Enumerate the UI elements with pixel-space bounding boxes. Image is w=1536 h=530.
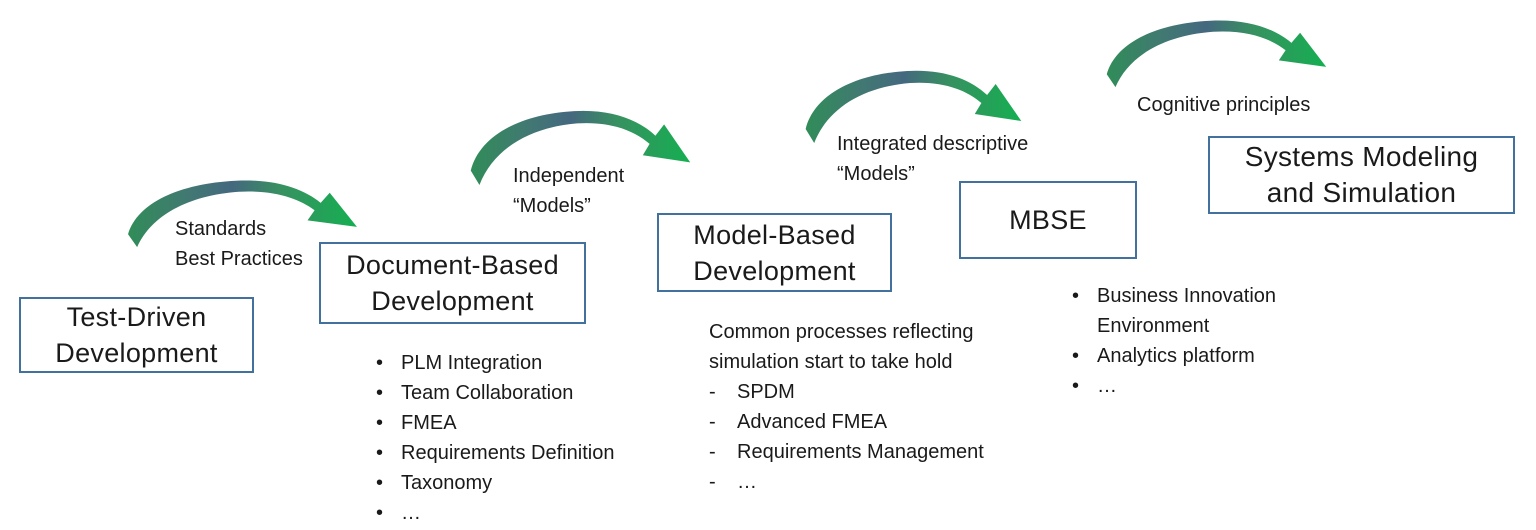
stage-box-model-based: Model-Based Development xyxy=(657,213,892,292)
note-text: Common processes reflecting simulation s… xyxy=(709,321,974,373)
bullet-marker: • xyxy=(1072,345,1080,367)
list-item: • Team Collaboration xyxy=(376,378,676,408)
dash-marker: - xyxy=(709,471,716,493)
bullet-marker: • xyxy=(376,442,384,464)
list-item: - … xyxy=(709,467,1039,497)
arrow-label-independent-models: Independent “Models” xyxy=(513,165,625,217)
list-item: • Requirements Definition xyxy=(376,438,676,468)
curved-arrow-icon xyxy=(805,70,1022,143)
note-block-model-based: Common processes reflecting simulation s… xyxy=(709,317,1039,497)
arrow-label-standards-best-practices: Standards Best Practices xyxy=(175,218,303,270)
list-item: • FMEA xyxy=(376,408,676,438)
list-item: - Requirements Management xyxy=(709,437,1039,467)
arrow-label-cognitive-principles: Cognitive principles xyxy=(1137,94,1311,116)
stage-box-mbse: MBSE xyxy=(959,181,1137,259)
curved-arrow-icon xyxy=(1106,20,1327,88)
list-item: - Advanced FMEA xyxy=(709,407,1039,437)
dash-marker: - xyxy=(709,381,716,403)
bullet-marker: • xyxy=(1072,375,1080,397)
bullet-marker: • xyxy=(376,352,384,374)
bullet-marker: • xyxy=(1072,285,1080,307)
stage-title: MBSE xyxy=(1009,205,1087,235)
arrow-label-integrated-descriptive-models: Integrated descriptive “Models” xyxy=(837,133,1029,185)
stage-title: Systems Modeling and Simulation xyxy=(1244,141,1479,208)
list-item: • Taxonomy xyxy=(376,468,676,498)
bullet-marker: • xyxy=(376,412,384,434)
stage-title: Document-Based Development xyxy=(346,250,559,316)
list-item: - SPDM xyxy=(709,377,1039,407)
bullet-list-document-based: • PLM Integration • Team Collaboration •… xyxy=(376,348,676,528)
dash-marker: - xyxy=(709,441,716,463)
stage-box-document-based: Document-Based Development xyxy=(319,242,586,324)
bullet-marker: • xyxy=(376,382,384,404)
list-item: • … xyxy=(376,498,676,528)
bullet-marker: • xyxy=(376,472,384,494)
curved-arrow-icon xyxy=(128,180,357,248)
curved-arrow-icon xyxy=(470,110,691,185)
list-item: • Business Innovation Environment xyxy=(1072,281,1342,341)
dash-marker: - xyxy=(709,411,716,433)
stage-box-systems-modeling: Systems Modeling and Simulation xyxy=(1208,136,1515,214)
list-item: • Analytics platform xyxy=(1072,341,1342,371)
stage-title: Test-Driven Development xyxy=(55,302,218,368)
list-item: • … xyxy=(1072,371,1342,401)
bullet-list-mbse: • Business Innovation Environment • Anal… xyxy=(1072,281,1342,401)
list-item: • PLM Integration xyxy=(376,348,676,378)
stage-title: Model-Based Development xyxy=(693,219,856,286)
stage-box-test-driven: Test-Driven Development xyxy=(19,297,254,373)
bullet-marker: • xyxy=(376,502,384,524)
